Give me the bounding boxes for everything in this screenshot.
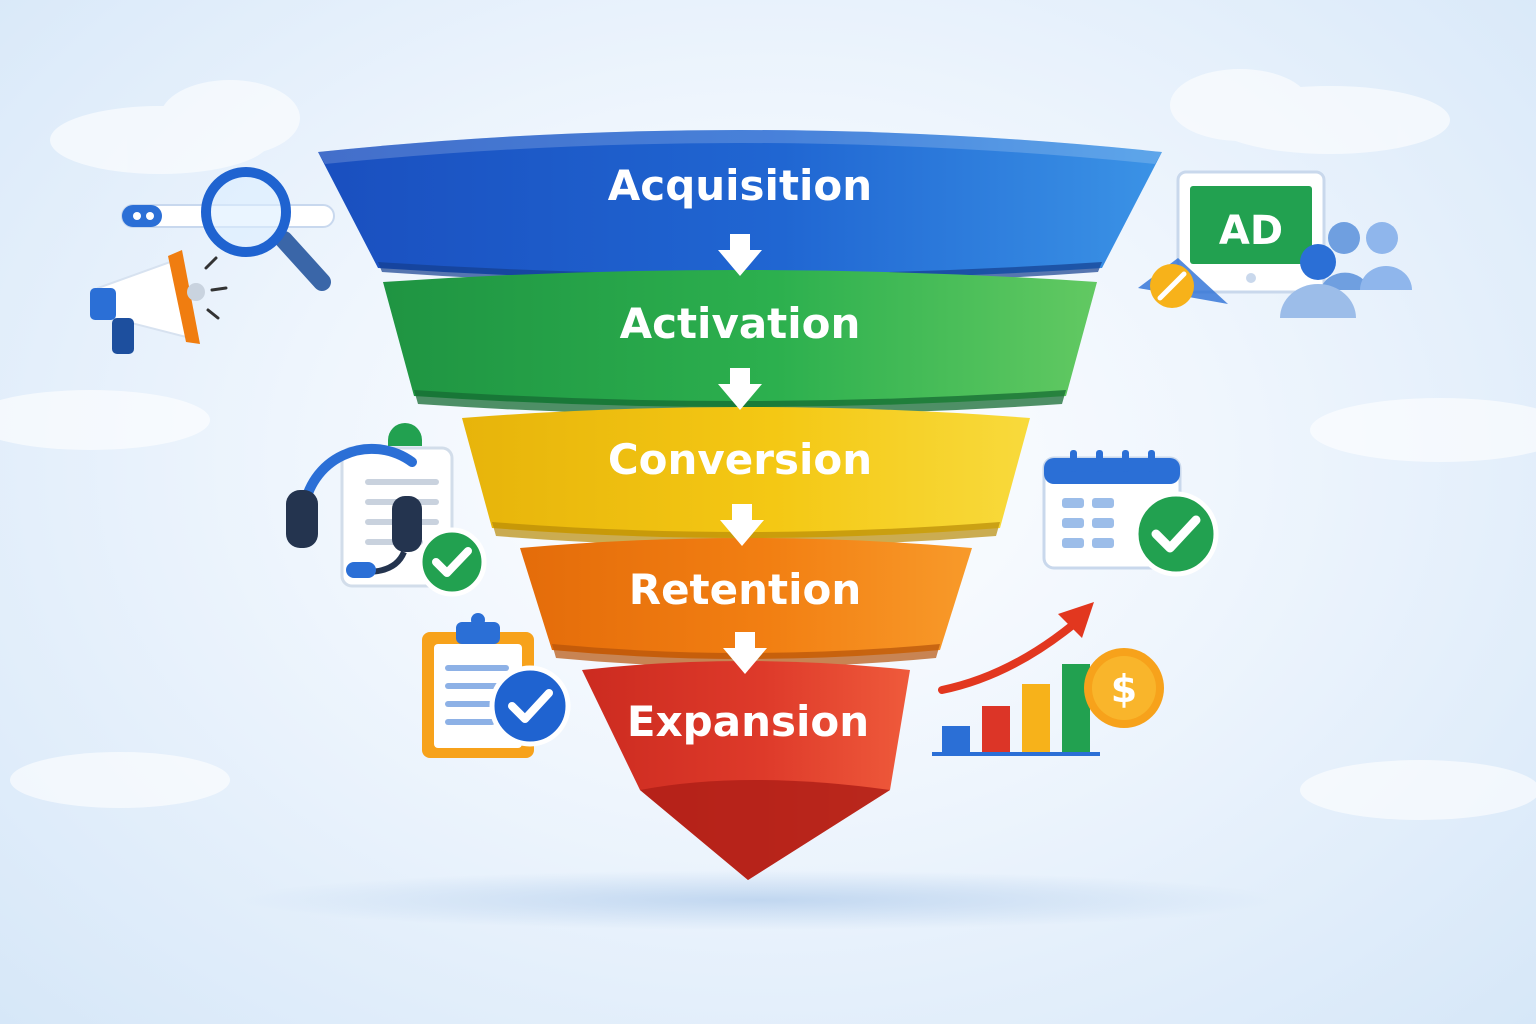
down-arrow-icon [718,234,762,276]
funnel-stage-acquisition: Acquisition [318,130,1162,285]
dollar-coin-icon: $ [1084,648,1164,728]
stage-label-retention: Retention [629,565,862,614]
down-arrow-icon [720,504,764,546]
ad-screen-icon: AD [1138,170,1326,308]
down-arrow-icon [718,368,762,410]
ad-label: AD [1219,208,1283,254]
checklist-clipboard-icon [422,613,571,758]
growth-chart-icon [932,602,1100,756]
funnel-shadow [240,870,1280,930]
down-arrow-icon [723,632,767,674]
funnel-stage-conversion: Conversion [462,407,1030,546]
headset-document-icon [286,423,487,597]
calendar-check-icon [1042,450,1219,577]
dollar-label: $ [1111,667,1137,711]
audience-icon [1280,222,1412,318]
stage-label-expansion: Expansion [627,697,869,746]
stage-label-activation: Activation [620,299,861,348]
funnel: Acquisition Activation Conversion Retent… [318,130,1162,880]
stage-label-acquisition: Acquisition [608,161,872,210]
stage-label-conversion: Conversion [608,435,872,484]
search-icon [121,167,335,291]
megaphone-icon [90,250,228,354]
funnel-stage-expansion: Expansion [582,661,910,880]
funnel-stage-activation: Activation [383,270,1097,415]
background-clouds [0,69,1536,820]
flow-arrows [718,234,767,674]
